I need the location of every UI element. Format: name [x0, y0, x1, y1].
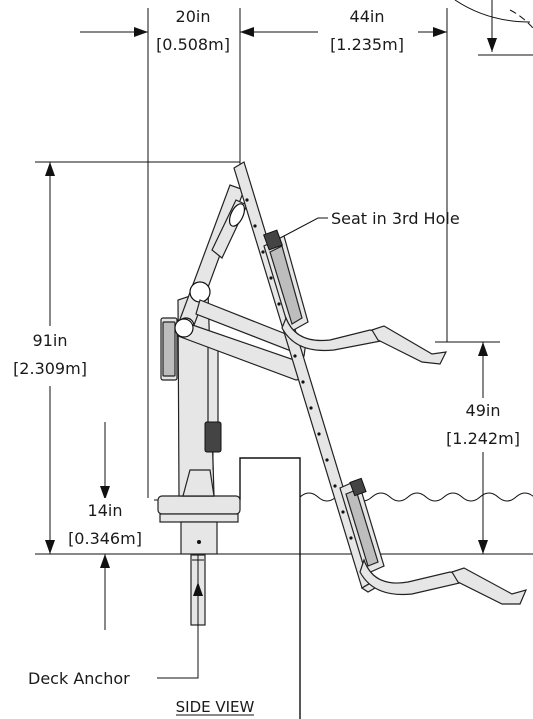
leader-seat-hole [283, 217, 328, 237]
dim-91in-metric: [2.309m] [13, 359, 87, 378]
arrow-14in-up [100, 554, 110, 568]
deck-wall [239, 457, 301, 719]
dim-20in-metric: [0.508m] [156, 35, 230, 54]
arrow-49in-up [478, 342, 488, 356]
arrow-91in-down [45, 540, 55, 554]
pool-lift [157, 161, 528, 626]
arrow-91in-up [45, 162, 55, 176]
actuator-cylinder [207, 345, 219, 425]
arrow-49in-down [478, 540, 488, 554]
callout-leaders [157, 217, 328, 679]
footrest-lowered [451, 567, 528, 605]
arrow-20in-right [240, 27, 254, 37]
dim-20in-imperial: 20in [176, 7, 211, 26]
dim-44in-metric: [1.235m] [330, 35, 404, 54]
pool-deck-wall [239, 457, 301, 719]
dim-91in-imperial: 91in [33, 331, 68, 350]
view-title: SIDE VIEW [176, 698, 255, 716]
seat-lowered [339, 477, 528, 605]
seat-raised [263, 229, 448, 365]
dimension-lines [35, 0, 533, 630]
leader-deck-anchor [157, 594, 199, 679]
footrest-raised [371, 325, 448, 365]
arrow-20in-left [134, 27, 148, 37]
lift-base-plate [159, 513, 239, 523]
arrow-top-right-down [487, 38, 497, 52]
dim-14in-metric: [0.346m] [68, 529, 142, 548]
callout-seat-hole: Seat in 3rd Hole [331, 209, 460, 228]
boom-pivot [189, 281, 211, 303]
dim-14in-imperial: 14in [88, 501, 123, 520]
arrow-deck-anchor [193, 582, 203, 596]
arrow-44in-right [433, 27, 447, 37]
arrow-14in-down [100, 486, 110, 500]
lift-socket [180, 521, 218, 555]
dim-49in-imperial: 49in [466, 401, 501, 420]
callout-deck-anchor: Deck Anchor [28, 669, 130, 688]
dim-44in-imperial: 44in [350, 7, 385, 26]
actuator-motor [204, 421, 222, 453]
dim-49in-metric: [1.242m] [446, 429, 520, 448]
lift-base-flange [157, 495, 241, 515]
